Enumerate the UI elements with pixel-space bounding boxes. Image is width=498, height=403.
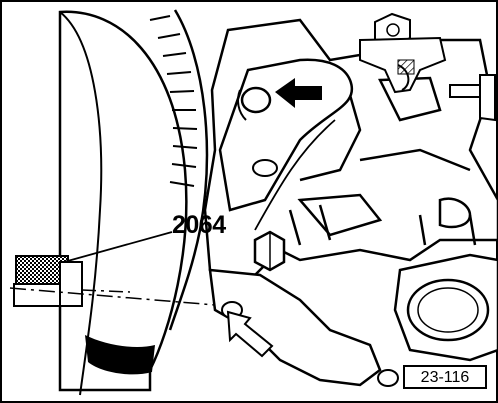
right-bolt (449, 74, 496, 122)
tool-number-label: 2064 (172, 211, 226, 239)
flange (377, 253, 498, 387)
tool-leader-line (63, 231, 173, 263)
locking-pin-2064 (13, 255, 131, 307)
outlined-arrow-icon (226, 310, 274, 358)
pulley (58, 9, 209, 396)
pointer-arrow-icon (237, 78, 322, 121)
figure-reference-box: 23-116 (403, 365, 487, 389)
hex-bolt (253, 230, 286, 272)
figure-reference-number: 23-116 (420, 369, 470, 386)
adjusting-nut (359, 12, 447, 94)
belt-teeth (149, 15, 198, 187)
